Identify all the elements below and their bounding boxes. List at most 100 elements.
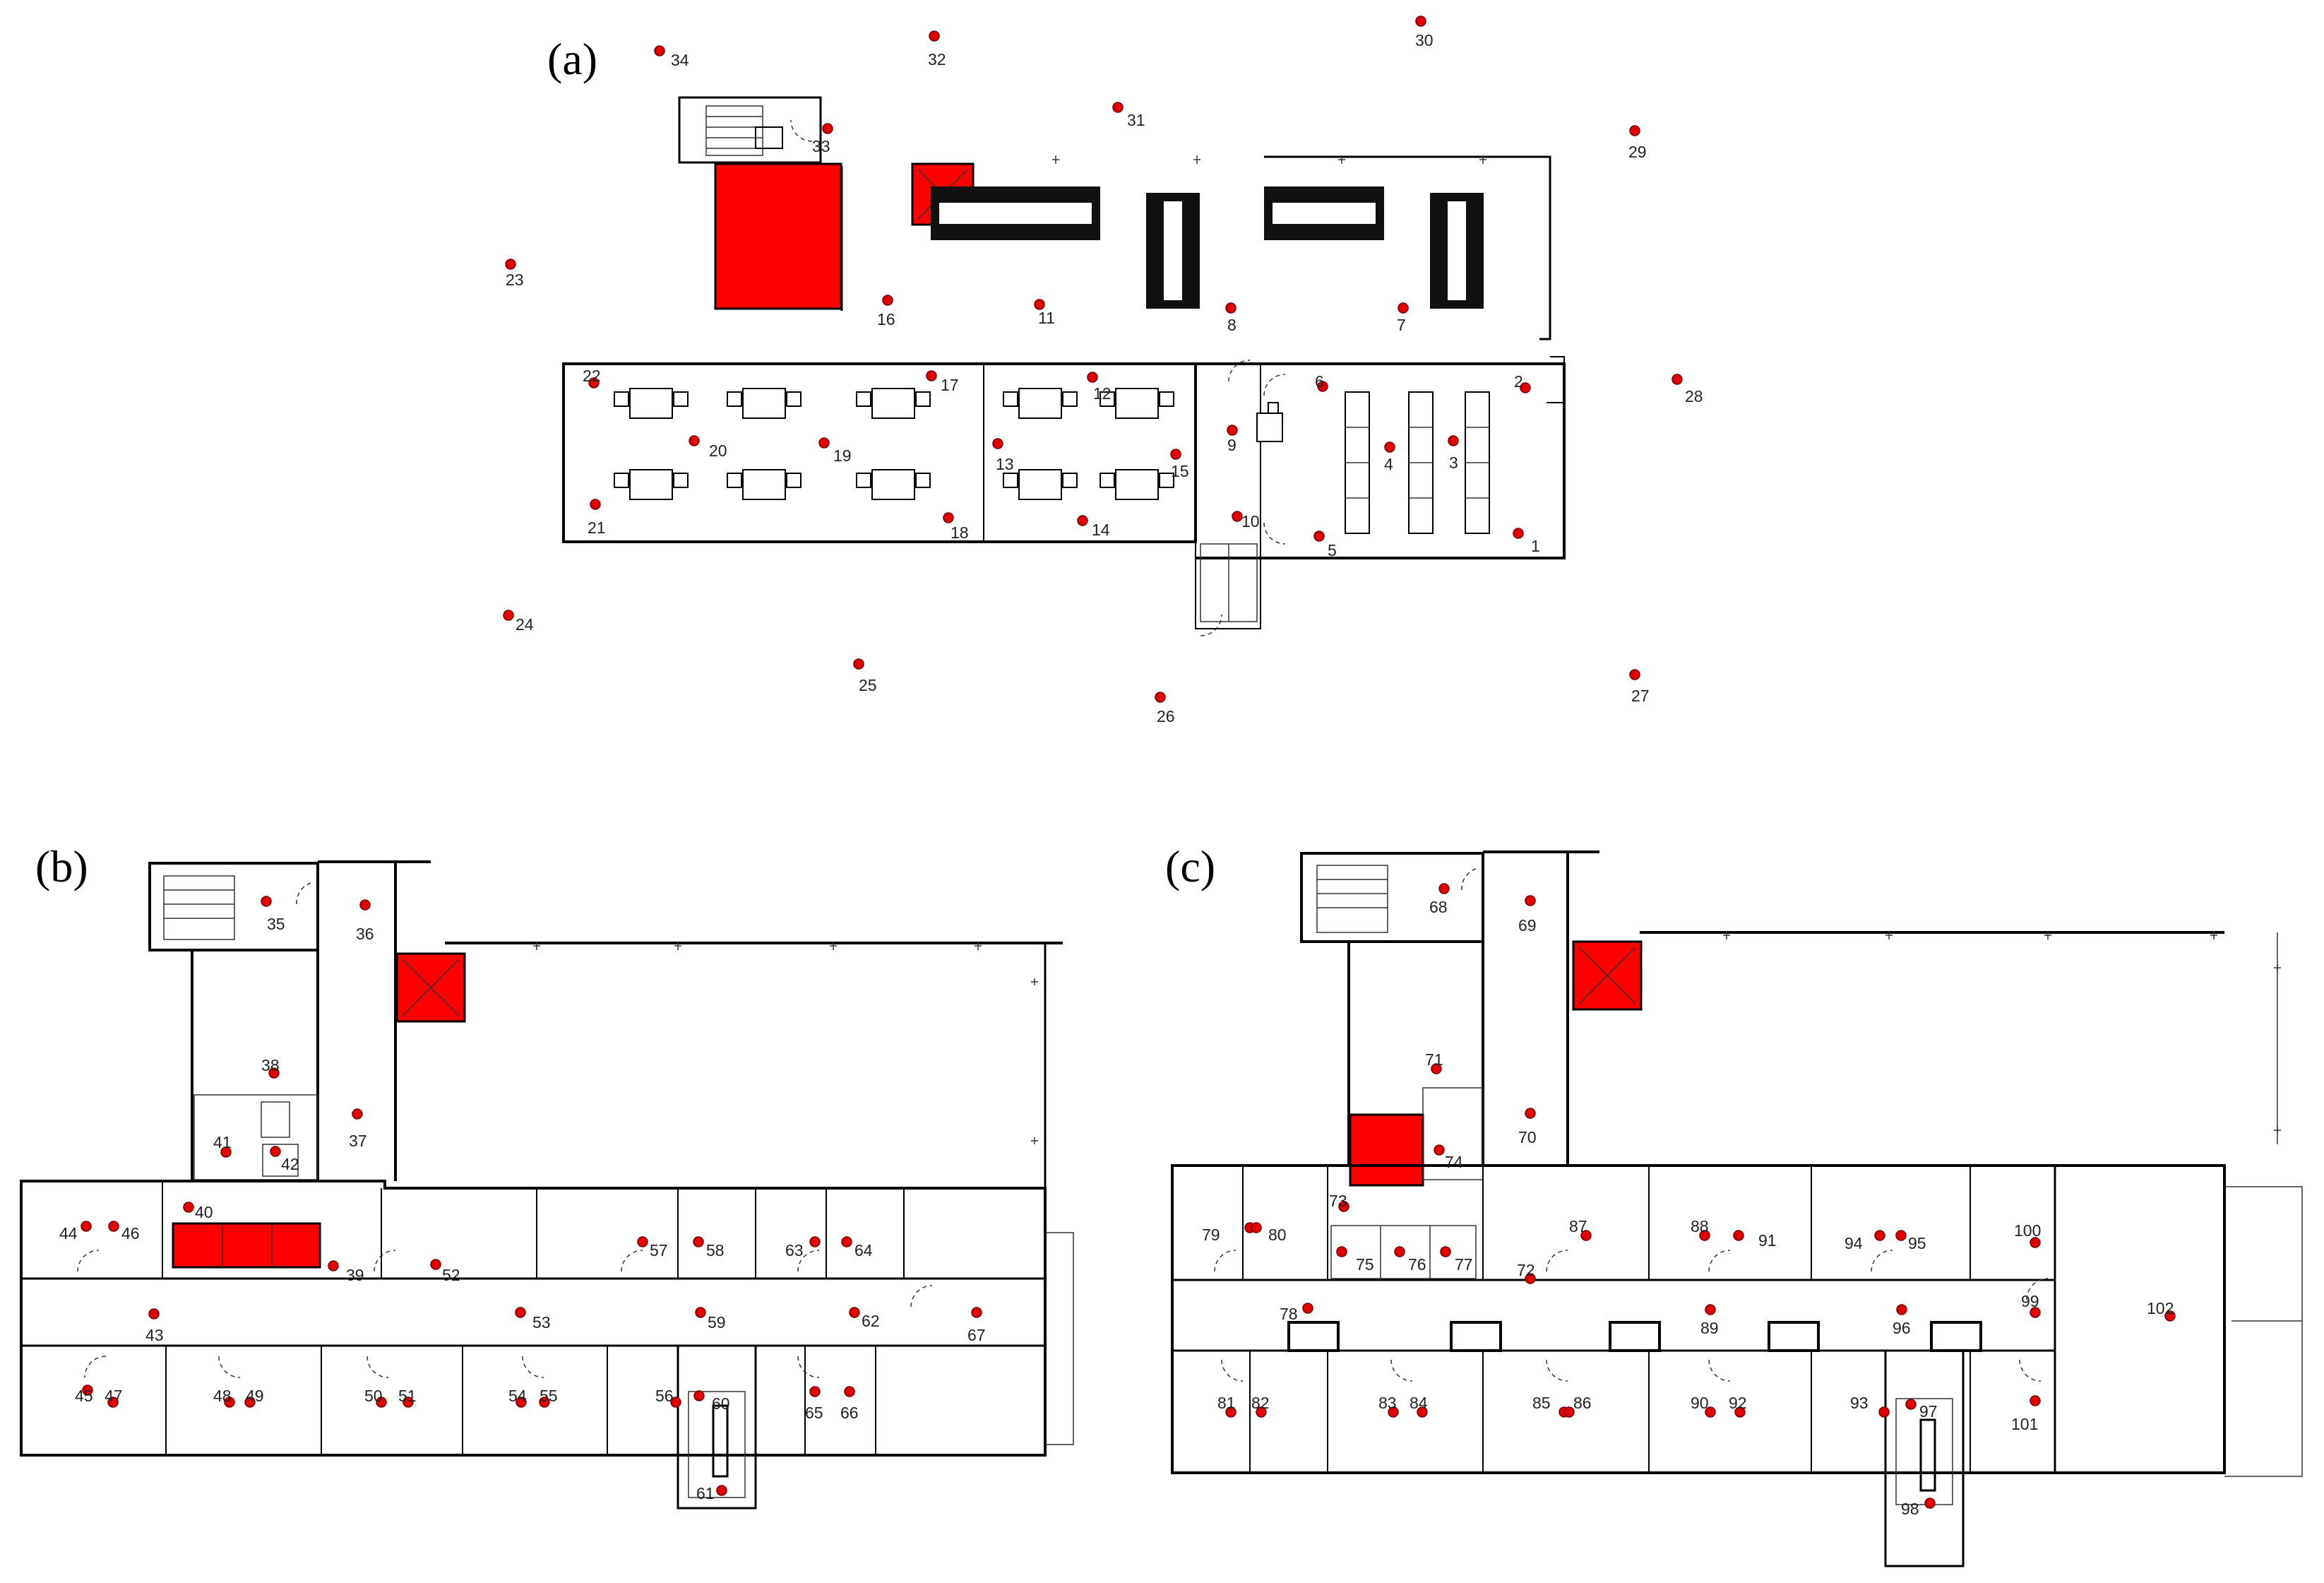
point-label: 3	[1449, 453, 1458, 472]
point-102: 102	[2147, 1299, 2176, 1322]
point-16: 16	[877, 295, 895, 328]
point-85: 85	[1532, 1394, 1570, 1418]
point-marker	[1394, 1246, 1405, 1257]
building-b-main	[20, 1180, 1074, 1510]
point-56: 56	[655, 1387, 681, 1408]
point-10: 10	[1232, 511, 1260, 530]
point-marker	[359, 899, 371, 911]
panel-label-a: (a)	[547, 34, 597, 84]
point-48: 48	[213, 1387, 235, 1408]
point-marker	[822, 123, 833, 134]
point-27: 27	[1629, 669, 1650, 705]
point-marker	[849, 1307, 860, 1318]
point-marker	[693, 1390, 705, 1401]
point-label: 6	[1315, 372, 1324, 391]
point-marker	[809, 1236, 821, 1247]
point-35: 35	[261, 896, 285, 933]
point-label: 60	[712, 1394, 730, 1413]
point-marker	[637, 1236, 648, 1247]
point-33: 33	[812, 123, 833, 155]
point-label: 48	[213, 1387, 232, 1405]
point-marker	[588, 377, 600, 389]
point-43: 43	[145, 1308, 164, 1344]
point-93: 93	[1850, 1394, 1890, 1418]
point-marker	[1227, 425, 1238, 436]
point-47: 47	[105, 1387, 123, 1408]
point-70: 70	[1518, 1108, 1537, 1146]
point-label: 97	[1919, 1402, 1938, 1421]
point-72: 72	[1517, 1261, 1536, 1284]
point-marker	[352, 1108, 363, 1120]
point-32: 32	[928, 30, 946, 69]
point-label: 86	[1573, 1394, 1592, 1412]
point-marker	[268, 1067, 280, 1079]
point-78: 78	[1280, 1303, 1313, 1323]
point-label: 31	[1127, 111, 1145, 129]
point-76: 76	[1394, 1246, 1426, 1274]
point-marker	[882, 295, 893, 306]
point-82: 82	[1251, 1394, 1270, 1418]
stair-tower-a	[678, 96, 822, 164]
point-label: 81	[1217, 1394, 1236, 1412]
point-marker	[1313, 530, 1325, 542]
point-41: 41	[213, 1133, 232, 1158]
point-label: 25	[859, 676, 877, 694]
point-label: 95	[1908, 1234, 1926, 1252]
point-label: 22	[583, 367, 601, 385]
point-17: 17	[926, 370, 959, 394]
point-marker	[1398, 302, 1409, 314]
point-label: 4	[1384, 455, 1393, 473]
point-label: 65	[805, 1404, 823, 1422]
point-label: 40	[195, 1203, 213, 1221]
point-75: 75	[1336, 1246, 1374, 1274]
point-marker	[516, 1397, 527, 1408]
point-marker	[1225, 1406, 1237, 1418]
point-marker	[376, 1397, 387, 1408]
point-marker	[926, 370, 937, 381]
point-12: 12	[1087, 372, 1112, 403]
point-label: 61	[696, 1484, 715, 1502]
point-marker	[670, 1397, 681, 1408]
point-88: 88	[1691, 1217, 1710, 1241]
point-marker	[244, 1397, 256, 1408]
point-label: 52	[442, 1266, 460, 1284]
point-label: 73	[1329, 1192, 1347, 1210]
point-22: 22	[583, 367, 601, 389]
point-label: 55	[540, 1387, 558, 1405]
point-19: 19	[818, 437, 852, 465]
point-marker	[1896, 1304, 1907, 1315]
point-53: 53	[515, 1307, 551, 1332]
point-label: 39	[346, 1266, 364, 1284]
point-90: 90	[1691, 1394, 1716, 1418]
point-label: 18	[951, 523, 969, 542]
furniture-rows-a	[931, 186, 1484, 309]
point-marker	[2030, 1307, 2041, 1318]
point-25: 25	[853, 658, 877, 694]
point-marker	[1905, 1399, 1917, 1410]
point-13: 13	[992, 438, 1014, 473]
point-label: 75	[1356, 1255, 1374, 1274]
point-label: 49	[246, 1387, 264, 1405]
point-marker	[1384, 441, 1395, 453]
point-label: 56	[655, 1387, 674, 1405]
point-label: 53	[532, 1313, 551, 1332]
point-label: 37	[349, 1132, 367, 1150]
point-label: 14	[1092, 521, 1110, 539]
point-label: 78	[1280, 1305, 1298, 1323]
point-label: 91	[1758, 1231, 1777, 1250]
point-marker	[1155, 692, 1166, 703]
point-89: 89	[1700, 1304, 1719, 1337]
point-label: 102	[2147, 1299, 2174, 1317]
point-label: 33	[812, 137, 830, 155]
point-marker	[148, 1308, 160, 1320]
point-label: 21	[588, 518, 606, 537]
point-68: 68	[1429, 883, 1450, 916]
point-57: 57	[637, 1236, 668, 1259]
point-101: 101	[2011, 1395, 2041, 1433]
point-label: 85	[1532, 1394, 1551, 1412]
point-marker	[1434, 1144, 1445, 1156]
point-marker	[1087, 372, 1098, 383]
point-marker	[1440, 1246, 1451, 1257]
point-44: 44	[59, 1221, 92, 1243]
point-label: 32	[928, 50, 946, 69]
